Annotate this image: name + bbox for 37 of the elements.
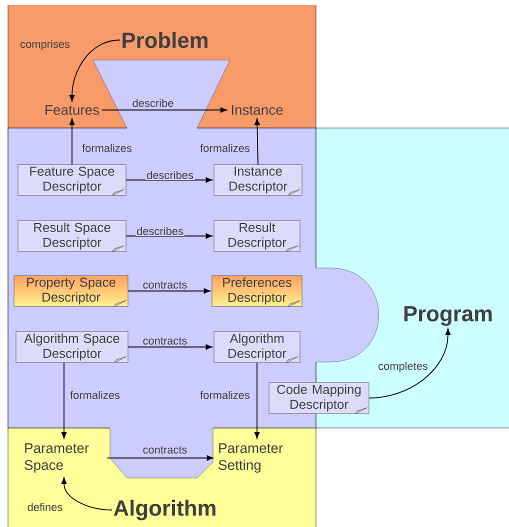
edge-label: describes: [146, 170, 194, 180]
arrow: [69, 118, 75, 165]
descriptor-box: Preferences Descriptor: [212, 275, 302, 307]
arrow: [61, 362, 67, 439]
descriptor-box: Property Space Descriptor: [14, 275, 128, 307]
arrow: [126, 233, 212, 239]
arrow: [128, 288, 210, 294]
arrow: [101, 107, 228, 113]
concept-label: Parameter Space: [24, 443, 89, 473]
region-title: Problem: [122, 32, 208, 48]
arrow: [61, 477, 112, 510]
edge-label: formalizes: [69, 390, 121, 400]
arrow: [69, 40, 120, 102]
region-title: Algorithm: [114, 500, 216, 520]
arrow: [254, 362, 260, 439]
edge-label: formalizes: [81, 142, 133, 154]
edge-label: formalizes: [199, 142, 251, 154]
descriptor-box: Result Descriptor: [214, 220, 300, 252]
concept-label: Parameter Setting: [218, 443, 283, 473]
descriptor-box: Result Space Descriptor: [18, 220, 126, 252]
concept-label: Features: [46, 105, 99, 115]
edge-label: comprises: [19, 38, 71, 52]
arrow: [106, 455, 214, 461]
descriptor-box: Code Mapping Descriptor: [268, 382, 370, 414]
arrow: [254, 118, 260, 165]
concept-label: Instance: [232, 105, 283, 115]
edge-label: completes: [377, 360, 429, 374]
edge-label: formalizes: [199, 390, 251, 400]
descriptor-box: Instance Descriptor: [214, 164, 302, 196]
descriptor-box: Algorithm Descriptor: [214, 331, 300, 363]
edge-label: describes: [136, 226, 184, 236]
arrow: [128, 344, 212, 350]
descriptor-box: Algorithm Space Descriptor: [16, 331, 128, 363]
arrow: [126, 177, 212, 183]
region-title: Program: [404, 306, 492, 326]
descriptor-box: Feature Space Descriptor: [18, 164, 126, 196]
arrow: [368, 328, 451, 398]
